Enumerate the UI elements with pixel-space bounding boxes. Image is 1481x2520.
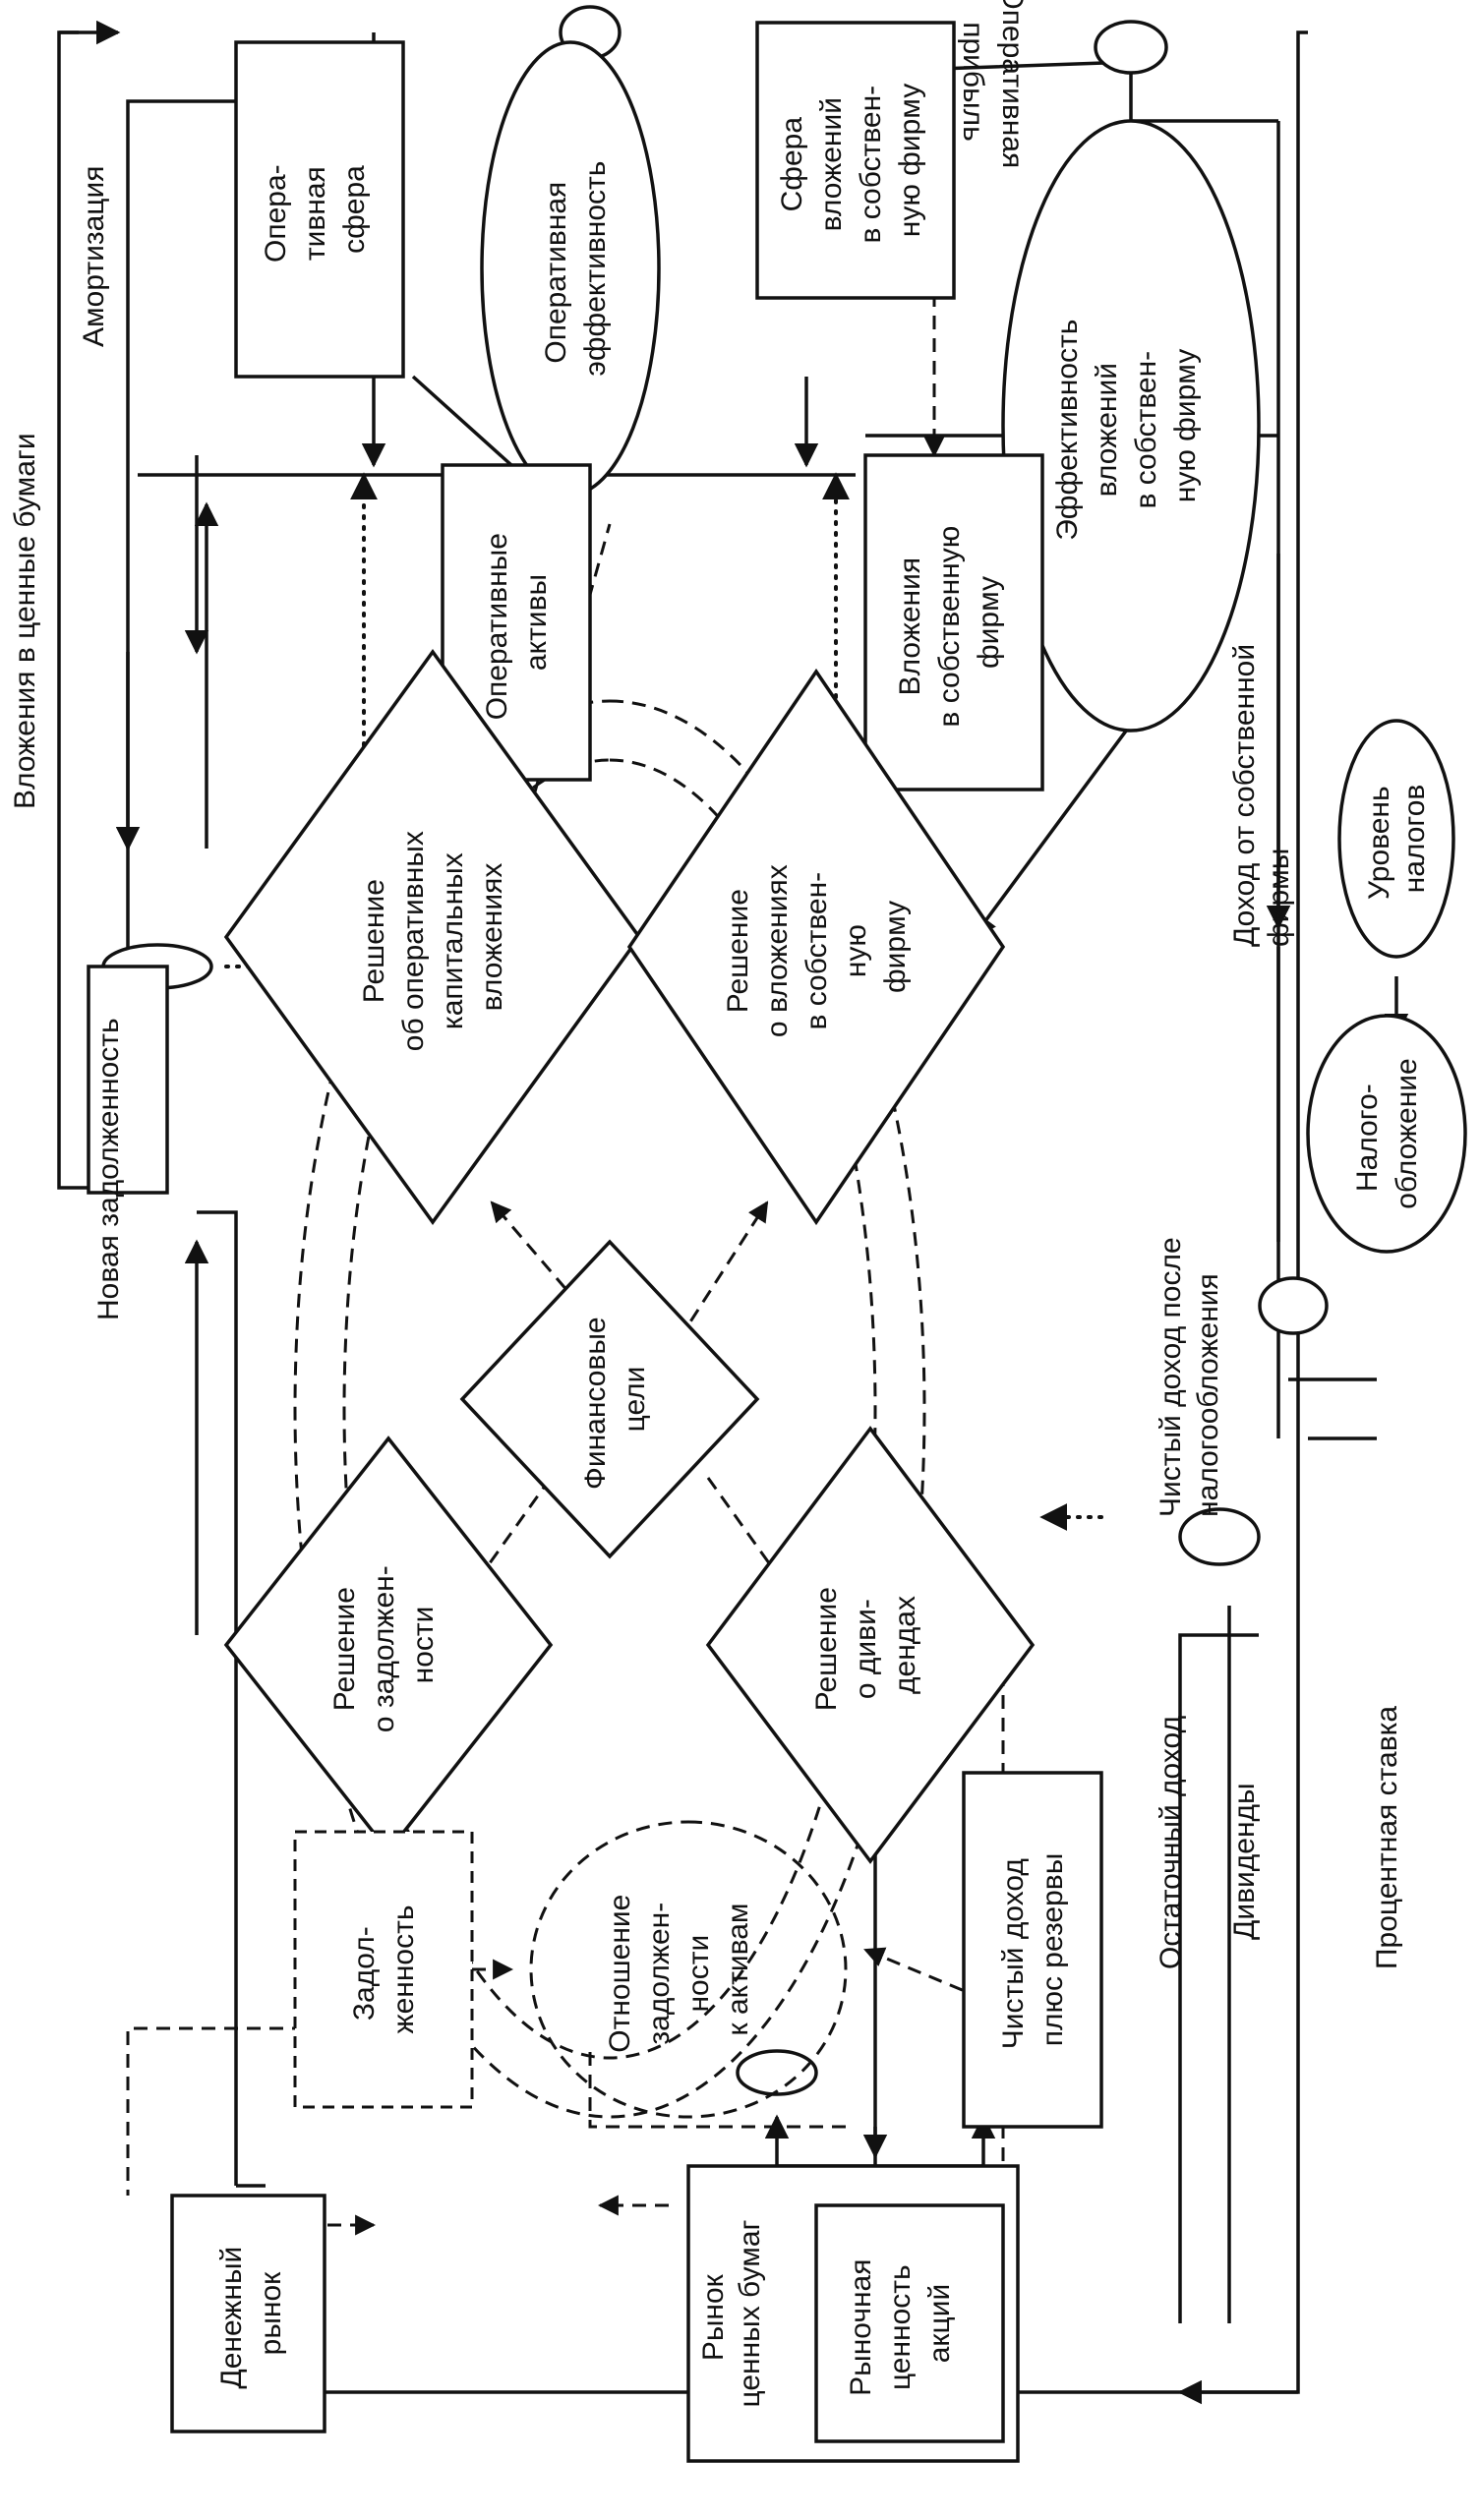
dividends-label: Дивиденды [1228,1783,1261,1940]
taxation-oval [1306,1014,1467,1254]
op-sphere-to-assets [411,375,513,467]
investment-efficiency-oval [1001,119,1261,733]
dividend-decision-diamond [705,1426,1036,1864]
operating-sphere-label: Опера- тивная сфера [260,156,371,263]
operating-profit-label: Оперативная прибыль [957,0,1029,177]
dividend-decision-label: Решение о диви- дендах [810,1579,921,1711]
tax-level-oval [1337,719,1455,959]
own-firm-investments-label: Вложения в собственную фирму [894,517,1005,727]
debt-box [293,1830,474,2109]
money-market-label: Денежный рынок [215,2238,287,2388]
net-income-reserves-label: Чистый доход плюс резервы [997,1850,1069,2050]
tax-level-label: Уровень налогов [1363,778,1431,900]
valve-net-income [1178,1507,1261,1566]
securities-market-label: Рынок ценных бумаг [697,2219,766,2407]
operating-efficiency-label: Оперативная эффективность [540,161,612,377]
valve-tax [1258,1276,1329,1335]
investment-sphere-label: Сфера вложений в собствен- ную фирму [776,77,926,243]
residual-income-label: Остаточный доход [1155,1716,1187,1969]
own-firm-investment-decision-label: Решение о вложениях в собствен- ную фирм… [722,856,912,1037]
securities-investments-label: Вложения в ценные бумаги [9,433,41,809]
investment-efficiency-label: Эффективность вложений в собствен- ную ф… [1051,311,1202,540]
own-firm-investment-decision-diamond [626,668,1006,1226]
taxation-label: Налого- обложение [1351,1058,1423,1208]
debt-label: Задол- женность [348,1905,420,2034]
operating-sphere-box [234,40,405,379]
debt-decision-label: Решение о задолжен- ности [328,1557,440,1732]
operating-capital-decision-label: Решение об оперативных капитальных вложе… [358,823,508,1051]
valve-operating-profit [1094,20,1168,75]
financial-goals-diamond [459,1239,760,1559]
valve-securities-market [736,2049,818,2096]
amortization-label: Амортизация [78,166,110,347]
debt-to-assets-label: Отношение задолжен- ности к активам [604,1886,754,2052]
money-market-box [170,2194,326,2433]
net-income-after-tax-label: Чистый доход после налогообложения [1155,1229,1224,1517]
financial-goals-label: Финансовые цели [579,1309,651,1490]
net-income-reserves-box [962,1771,1103,2129]
new-debt-label: Новая задолженность [92,1018,125,1320]
securities-junction-box [87,965,169,1195]
flow-valves [101,5,1329,2096]
new-debt-line [197,1210,238,2186]
ratio-to-market [588,2048,846,2129]
operating-assets-label: Оперативные активы [481,525,553,721]
investment-sphere-box [755,21,956,300]
share-market-value-box [814,2203,1005,2443]
debt-to-assets-circle [529,1820,848,2119]
decision-cycle-inner [342,758,877,2060]
share-market-value-label: Рыночная ценность акций [845,2251,956,2396]
own-firm-investments-box [863,453,1044,791]
debt-decision-diamond [223,1436,554,1854]
dividends-line [1178,1633,1259,2323]
interest-rate-label: Процентная ставка [1371,1706,1403,1969]
decision-cycle-ellipse [293,699,926,2119]
inv-sphere-top [855,60,1278,123]
goals-to-invest [677,1201,769,1341]
own-firm-income-label: Доход от собственной фирмы [1228,636,1295,947]
